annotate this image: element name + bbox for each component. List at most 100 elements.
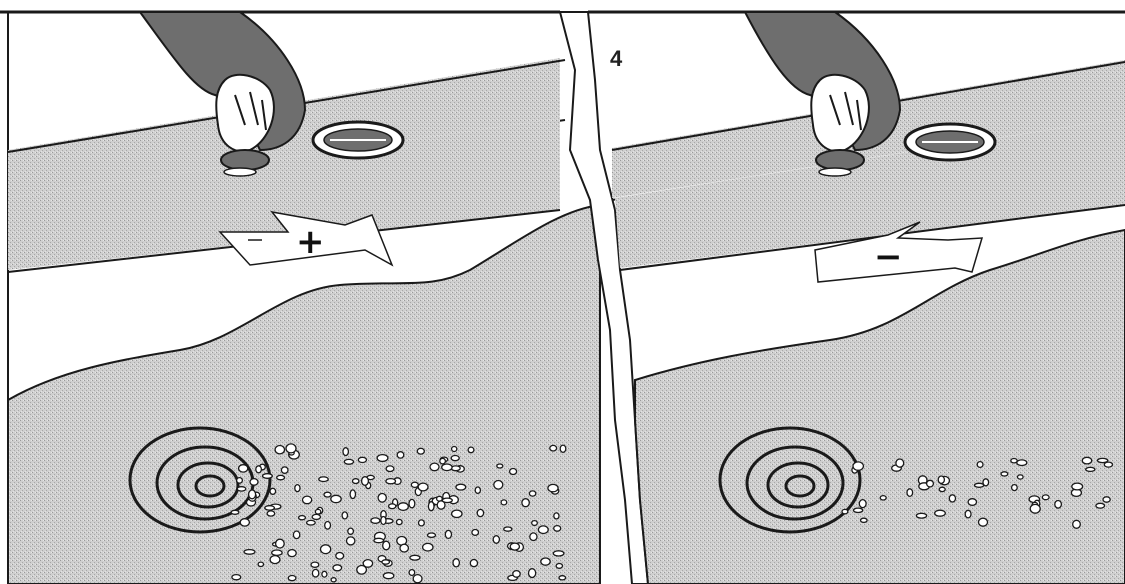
bubble: [982, 478, 990, 487]
bubble: [1000, 471, 1009, 477]
bubble: [879, 494, 887, 501]
bubble: [452, 558, 461, 568]
bubble: [973, 482, 985, 488]
bubble: [255, 465, 263, 474]
bubble: [925, 479, 935, 488]
bubble: [938, 486, 946, 493]
bubble: [382, 540, 391, 551]
bubble: [409, 554, 421, 561]
bubble: [274, 538, 285, 549]
bubble: [351, 478, 360, 485]
bubble: [382, 572, 395, 580]
bubble: [332, 564, 343, 572]
bubble: [450, 445, 458, 453]
bubble: [1081, 456, 1093, 465]
hand-icon: [743, 11, 902, 153]
bubble: [387, 503, 397, 510]
bubble: [305, 519, 316, 526]
bubble: [450, 454, 460, 462]
bubble: [976, 460, 984, 469]
bubble: [314, 508, 322, 515]
bubble: [408, 568, 416, 577]
bubble: [235, 476, 244, 484]
bubble: [540, 557, 551, 566]
bubble: [1010, 483, 1018, 492]
bubble: [503, 526, 513, 532]
bubble: [1054, 499, 1063, 509]
bubble: [521, 498, 530, 508]
bubble: [1103, 461, 1114, 468]
bubble: [528, 490, 537, 497]
bubble: [324, 520, 332, 530]
bubble: [377, 492, 387, 503]
bubble: [429, 462, 440, 472]
bubble: [247, 489, 257, 500]
bubble: [311, 513, 322, 521]
bubble: [937, 475, 946, 485]
bubbles-right: [841, 456, 1114, 529]
valve-knob-icon: [815, 149, 865, 177]
bubble: [549, 444, 558, 452]
bubble: [444, 529, 453, 540]
faucet-nozzle-icon: [903, 122, 997, 162]
bubble: [349, 489, 357, 500]
bubble: [852, 461, 865, 471]
bubble: [948, 494, 957, 503]
bubble: [467, 446, 475, 454]
bubble: [261, 473, 273, 479]
bubble: [492, 535, 501, 544]
bubble: [370, 517, 381, 524]
bubble: [292, 530, 301, 540]
bubble: [852, 507, 864, 514]
bubble: [239, 518, 251, 527]
bubble: [269, 554, 281, 565]
bubble: [321, 570, 328, 578]
panel-label-right: 4: [610, 46, 623, 71]
bubble: [397, 502, 409, 512]
bubble: [967, 498, 978, 506]
bubble: [421, 542, 434, 552]
bubble: [395, 518, 403, 526]
bubble: [455, 483, 467, 491]
bubble: [264, 505, 276, 511]
panel-right: [588, 10, 1125, 584]
bubble: [934, 509, 946, 517]
bubble: [1016, 459, 1028, 467]
bubble: [231, 573, 242, 581]
bubble: [280, 466, 289, 474]
torn-divider: [558, 11, 650, 584]
bubble: [427, 501, 435, 512]
bubble: [558, 575, 567, 581]
hand-icon: [138, 11, 307, 153]
bubble: [274, 444, 286, 455]
bubble: [1072, 519, 1081, 529]
bubble: [271, 549, 283, 557]
panel-left: [0, 10, 601, 584]
bubble: [385, 465, 395, 473]
bubble: [356, 564, 368, 575]
bubble: [553, 512, 560, 520]
bubble: [555, 562, 564, 569]
bubble: [381, 559, 391, 565]
bubble: [416, 447, 425, 455]
bubble: [977, 517, 989, 527]
bubble: [243, 548, 256, 555]
bubble: [527, 568, 537, 579]
bubble: [236, 486, 247, 492]
bubble: [417, 519, 425, 527]
bubble: [1096, 457, 1109, 464]
bubble: [319, 544, 332, 555]
bubble: [237, 464, 249, 473]
bubble: [342, 447, 350, 457]
bubble: [330, 577, 337, 583]
valve-knob-icon: [220, 149, 270, 177]
bubble: [362, 558, 374, 568]
bubble: [311, 568, 320, 578]
bubble: [345, 536, 356, 546]
flow-arrow-icon: [814, 221, 984, 283]
bubble: [294, 483, 301, 493]
bubble: [906, 488, 914, 498]
bubble: [347, 527, 355, 535]
bubble: [287, 548, 297, 558]
